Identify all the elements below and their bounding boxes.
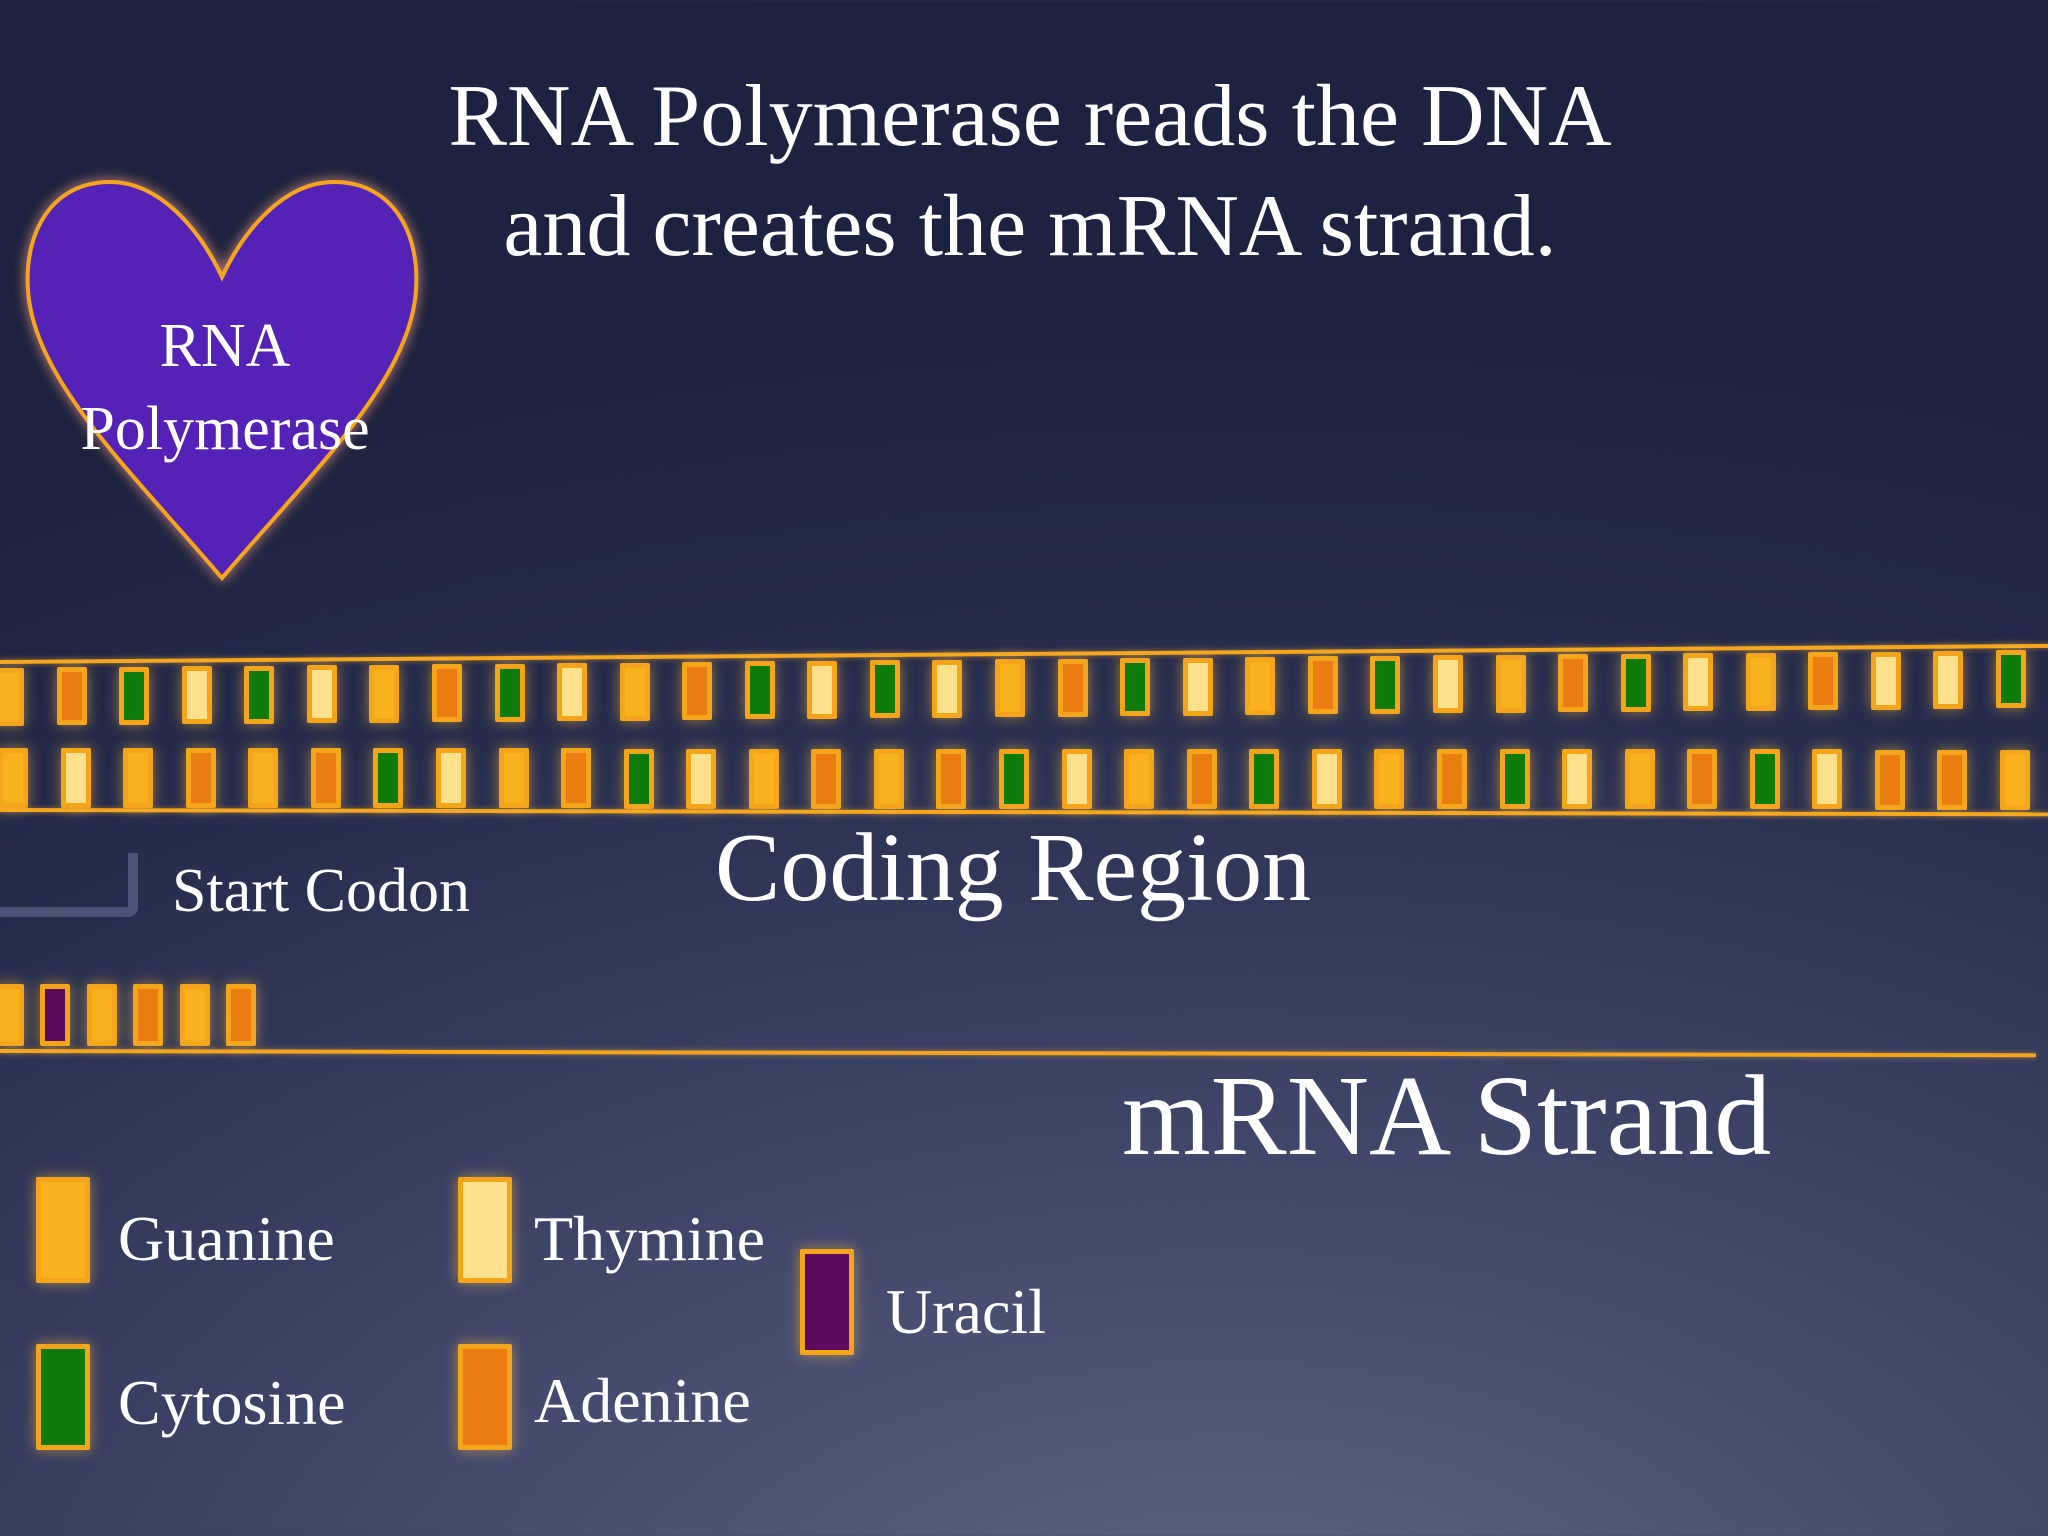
title-line-2: and creates the mRNA strand. <box>503 178 1557 275</box>
dna-bottom-base <box>123 748 154 809</box>
enzyme-label-2: Polymerase <box>80 395 370 463</box>
dna-top-base <box>1370 655 1401 714</box>
dna-top-base <box>1808 652 1839 711</box>
dna-top-base <box>119 666 150 725</box>
mrna-base <box>133 984 164 1046</box>
title-line-1: RNA Polymerase reads the DNA <box>448 68 1612 165</box>
enzyme-label-1: RNA <box>159 312 291 380</box>
dna-bottom-base <box>60 748 91 809</box>
rna-polymerase-heart <box>0 0 440 605</box>
dna-bottom-base <box>1562 749 1593 810</box>
dna-bottom-base <box>2000 749 2030 810</box>
slide-title: RNA Polymerase reads the DNA and creates… <box>380 62 1680 282</box>
cytosine-legend-label: Cytosine <box>118 1367 346 1438</box>
dna-top-base <box>619 662 650 721</box>
dna-bottom-base <box>248 748 279 809</box>
uracil-legend-label: Uracil <box>886 1276 1046 1347</box>
dna-bottom-base <box>873 748 904 809</box>
dna-top-base <box>1745 652 1776 711</box>
dna-top-base <box>1182 657 1213 716</box>
dna-bottom-base <box>561 748 592 809</box>
dna-top-base <box>807 660 838 719</box>
dna-bottom-base <box>373 748 404 809</box>
dna-bottom-base <box>185 748 216 809</box>
dna-top-base <box>244 665 275 724</box>
adenine-legend-label: Adenine <box>534 1365 751 1436</box>
dna-top-base <box>1683 653 1714 712</box>
dna-bottom-base <box>1436 749 1467 810</box>
adenine-swatch <box>458 1344 512 1450</box>
dna-bottom-base <box>936 748 967 809</box>
dna-bottom-base <box>1124 748 1155 809</box>
dna-top-base <box>1558 654 1589 713</box>
mrna-base <box>0 984 24 1046</box>
dna-bottom-base <box>1249 749 1280 809</box>
dna-bottom-base <box>686 748 717 809</box>
coding-region-label: Coding Region <box>715 814 1312 922</box>
dna-top-base <box>1870 651 1901 710</box>
dna-bottom-base <box>1812 749 1843 810</box>
mrna-base <box>86 984 117 1046</box>
dna-top-base <box>869 660 900 719</box>
guanine-swatch <box>36 1177 90 1283</box>
dna-bottom-base <box>1061 748 1092 809</box>
dna-top-base <box>1432 655 1463 714</box>
dna-top-base <box>1245 657 1276 715</box>
uracil-swatch <box>800 1249 854 1355</box>
dna-bottom-base <box>1687 749 1718 810</box>
thymine-legend-label: Thymine <box>534 1203 766 1274</box>
dna-bottom-base <box>1374 749 1405 810</box>
dna-top-base <box>744 661 775 720</box>
dna-top-base <box>1120 658 1151 717</box>
dna-top-base <box>1933 650 1964 709</box>
dna-top-base <box>0 668 24 726</box>
dna-top-base <box>1495 654 1526 713</box>
dna-top-base <box>932 659 963 718</box>
heart-shape <box>25 179 419 582</box>
dna-top-base <box>181 666 212 725</box>
start-codon-label: Start Codon <box>172 857 470 925</box>
dna-bottom-base <box>748 748 779 809</box>
mrna-base <box>40 984 71 1046</box>
dna-top-base <box>431 664 462 723</box>
dna-bottom-base <box>1937 749 1968 810</box>
dna-bottom-base <box>1624 749 1655 810</box>
dna-top-base <box>306 665 337 724</box>
dna-top-base <box>1620 653 1651 712</box>
dna-top-base <box>494 663 525 722</box>
dna-top-base <box>369 664 400 723</box>
guanine-legend-label: Guanine <box>118 1203 335 1274</box>
dna-top-base <box>682 661 713 720</box>
thymine-swatch <box>458 1177 512 1283</box>
start-codon-bracket <box>0 853 138 917</box>
dna-top-base <box>1996 650 2026 709</box>
dna-bottom-base <box>1186 748 1217 809</box>
mrna-base <box>226 984 256 1046</box>
dna-bottom-base <box>0 748 28 808</box>
dna-bottom-base <box>1499 749 1530 810</box>
dna-bottom-base <box>498 748 529 809</box>
mrna-strand-label: mRNA Strand <box>1122 1052 1772 1179</box>
dna-top-base <box>1057 658 1088 717</box>
dna-top-base <box>1307 656 1338 715</box>
dna-bottom-base <box>999 748 1029 809</box>
dna-top-base <box>56 667 87 726</box>
dna-top-base <box>995 659 1025 718</box>
dna-top-base <box>557 663 588 722</box>
dna-bottom-base <box>1749 749 1780 810</box>
cytosine-swatch <box>36 1344 90 1450</box>
dna-bottom-base <box>623 748 654 809</box>
dna-bottom-base <box>1311 749 1342 810</box>
dna-bottom-base <box>435 748 466 809</box>
mrna-base <box>179 984 210 1046</box>
dna-bottom-base <box>811 748 842 809</box>
dna-bottom-base <box>310 748 341 809</box>
dna-bottom-base <box>1874 749 1905 810</box>
